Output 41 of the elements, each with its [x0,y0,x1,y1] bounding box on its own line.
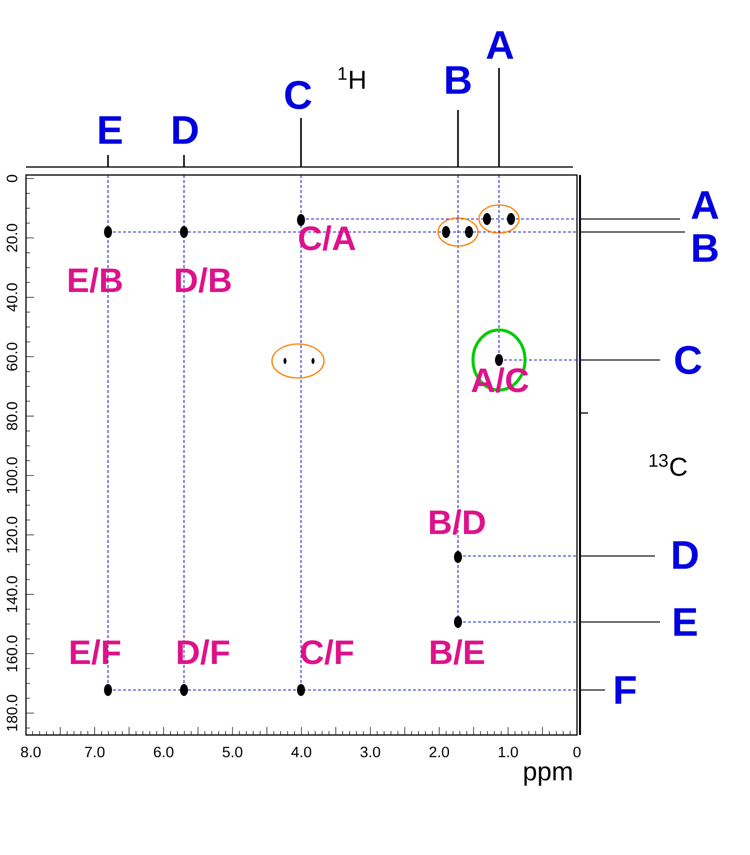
tick-label: 180.0 [6,694,18,731]
cross-peak-label: B/D [430,509,485,535]
peak-label: E [674,608,697,636]
tick-label: 20.0 [6,224,18,252]
tick-label: 120.0 [6,516,18,553]
cross-peak-label: C/F [301,639,354,665]
tick-label: 4.0 [291,746,312,758]
tick-label: 140.0 [6,576,18,612]
tick-label: 1.0 [498,746,518,758]
tick-label: 60.0 [6,342,18,371]
cross-peak-label: B/E [430,639,484,665]
axis-label: $^{1}$H [338,67,365,89]
tick-label: 3.0 [360,746,380,758]
peak-label: B [693,234,718,262]
tick-label: 80.0 [6,402,18,430]
cross-peak-label: C/A [299,225,356,251]
cross-peak-label: E/B [68,267,122,293]
tick-label: 7.0 [85,746,105,758]
peak-label: A [692,191,718,219]
tick-label: 6.0 [154,746,174,758]
peak-label: A [486,31,514,59]
tick-label: 40.0 [6,283,18,312]
peak-label: D [673,541,698,569]
cross-peak-label: D/B [176,267,231,293]
tick-label: 5.0 [222,746,242,758]
peak-label: D [173,116,198,144]
tick-label: 0 [6,174,18,182]
tick-label: 160.0 [6,636,18,672]
tick-label: 8.0 [21,746,41,758]
tick-label: 0 [573,746,581,758]
cross-peak-label: E/F [70,639,120,665]
peak-label: E [99,116,122,144]
axis-label: $^{13}$C [650,454,687,476]
peak-label: C [675,346,702,374]
peak-label: F [615,676,636,704]
cross-peak-label: D/F [178,639,230,665]
tick-label: 100.0 [6,457,18,494]
axis-label: ppm [524,766,572,786]
peak-label: B [446,66,471,94]
tick-label: 2.0 [430,746,450,758]
peak-label: C [285,80,312,110]
